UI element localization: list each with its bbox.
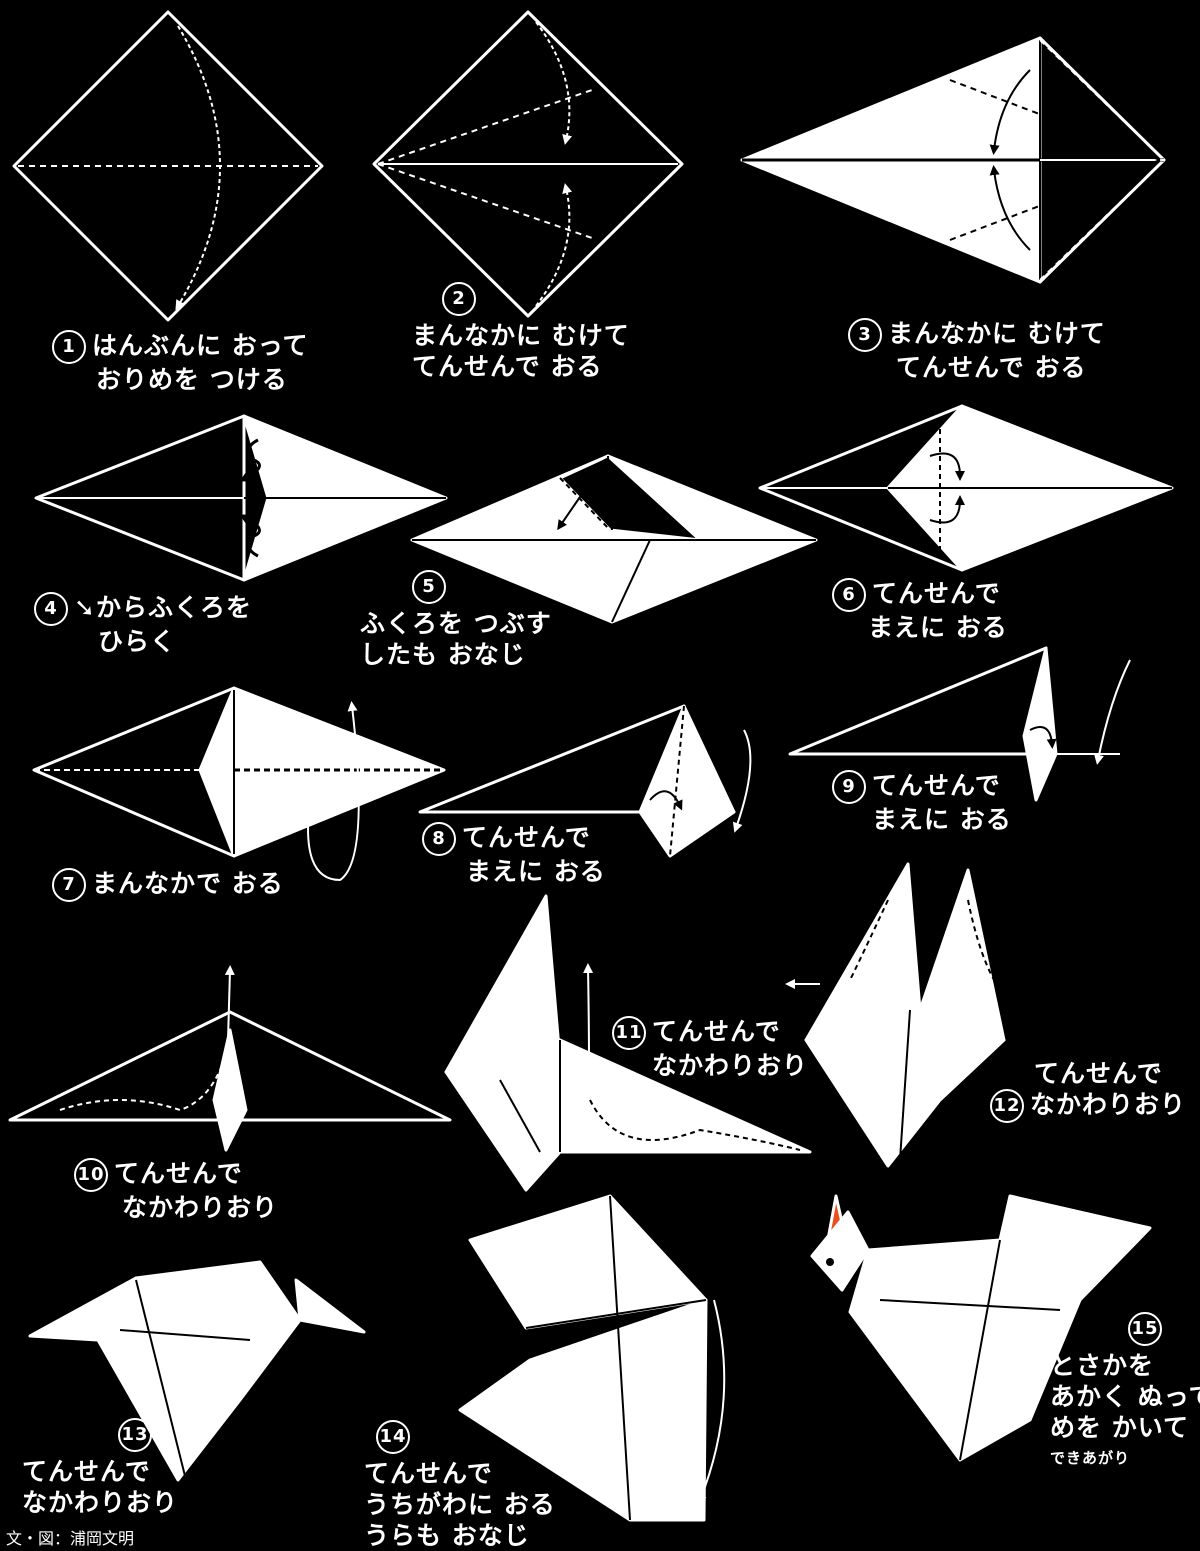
caption-line: ひらく	[98, 627, 177, 656]
caption-line: おりめを つける	[96, 365, 288, 394]
caption-line: あかく ぬって	[1050, 1382, 1200, 1411]
step-5-caption: 5 ふくろを つぶす したも おなじ	[360, 570, 552, 670]
step-number: 13	[118, 1418, 152, 1452]
step-1-figure	[12, 10, 324, 322]
caption-line: てんせんで	[22, 1457, 151, 1486]
step-9-figure	[788, 646, 1131, 802]
caption-line: うちがわに おる	[364, 1490, 556, 1519]
step-12-figure	[785, 862, 1006, 1168]
caption-line: なかわりおり	[22, 1488, 179, 1517]
step-5-figure	[410, 454, 818, 624]
caption-line: なかわりおり	[652, 1051, 809, 1080]
step-number: 3	[848, 318, 882, 352]
caption-line: したも おなじ	[360, 640, 526, 669]
caption-line: まえに おる	[466, 857, 606, 886]
caption-line: なかわりおり	[122, 1193, 279, 1222]
caption-line: まんなかに むけて	[888, 319, 1106, 348]
caption-line: てんせんで	[462, 823, 591, 852]
caption-line: まんなかで おる	[92, 869, 284, 898]
step-number: 7	[52, 868, 86, 902]
step-15-figure	[810, 1194, 1152, 1462]
caption-line: てんせんで	[652, 1017, 781, 1046]
step-8-figure	[418, 704, 752, 858]
caption-line: うらも おなじ	[364, 1521, 530, 1550]
caption-line: てんせんで	[872, 771, 1001, 800]
step-number: 11	[612, 1016, 646, 1050]
caption-line: まえに おる	[868, 613, 1008, 642]
step-6-figure	[758, 404, 1174, 572]
caption-line: まんなかに むけて	[412, 321, 630, 350]
caption-line: はんぶんに おって	[92, 331, 309, 360]
caption-line: まえに おる	[872, 805, 1012, 834]
caption-line: ふくろを つぶす	[360, 609, 552, 638]
step-14-figure	[458, 1194, 726, 1522]
step-4-figure	[34, 414, 448, 582]
step-2-figure	[372, 10, 684, 318]
caption-line: なかわりおり	[1030, 1090, 1187, 1119]
caption-line: とさかを	[1050, 1351, 1155, 1380]
step-11-figure	[444, 894, 812, 1192]
caption-line: てんせんで おる	[896, 353, 1087, 382]
step-14-caption: 14 てんせんで うちがわに おる うらも おなじ	[364, 1420, 556, 1551]
caption-line: てんせんで	[364, 1459, 493, 1488]
caption-line: てんせんで	[114, 1159, 243, 1188]
credit-text: 文・図：浦岡文明	[6, 1529, 135, 1548]
step-3-figure	[740, 36, 1166, 284]
caption-line: てんせんで おる	[412, 352, 603, 381]
caption-line: めを かいて	[1050, 1413, 1189, 1442]
step-number: 6	[832, 578, 866, 612]
caption-line: できあがり	[1050, 1449, 1131, 1467]
step-number: 9	[832, 770, 866, 804]
step-15-caption: 15 とさかを あかく ぬって めを かいて できあがり	[1050, 1312, 1200, 1474]
step-number: 12	[990, 1089, 1024, 1123]
step-13-caption: 13 てんせんで なかわりおり	[22, 1418, 178, 1518]
step-number: 14	[376, 1420, 410, 1454]
caption-line: てんせんで	[872, 579, 1001, 608]
step-7-figure	[32, 686, 446, 881]
step-2-caption: 2 まんなかに むけて てんせんで おる	[412, 282, 630, 382]
step-number: 1	[52, 330, 86, 364]
step-4-caption: 4➘からふくろを ひらく	[34, 592, 252, 657]
caption-line: てんせんで	[1034, 1059, 1163, 1088]
step-number: 8	[422, 822, 456, 856]
arrow-pointer-icon: ➘	[74, 593, 96, 622]
step-number: 4	[34, 592, 68, 626]
step-number: 15	[1128, 1312, 1162, 1346]
step-number: 5	[412, 570, 446, 604]
step-10-figure	[8, 965, 452, 1152]
caption-line: からふくろを	[95, 593, 252, 622]
step-number: 10	[74, 1158, 108, 1192]
step-number: 2	[442, 282, 476, 316]
